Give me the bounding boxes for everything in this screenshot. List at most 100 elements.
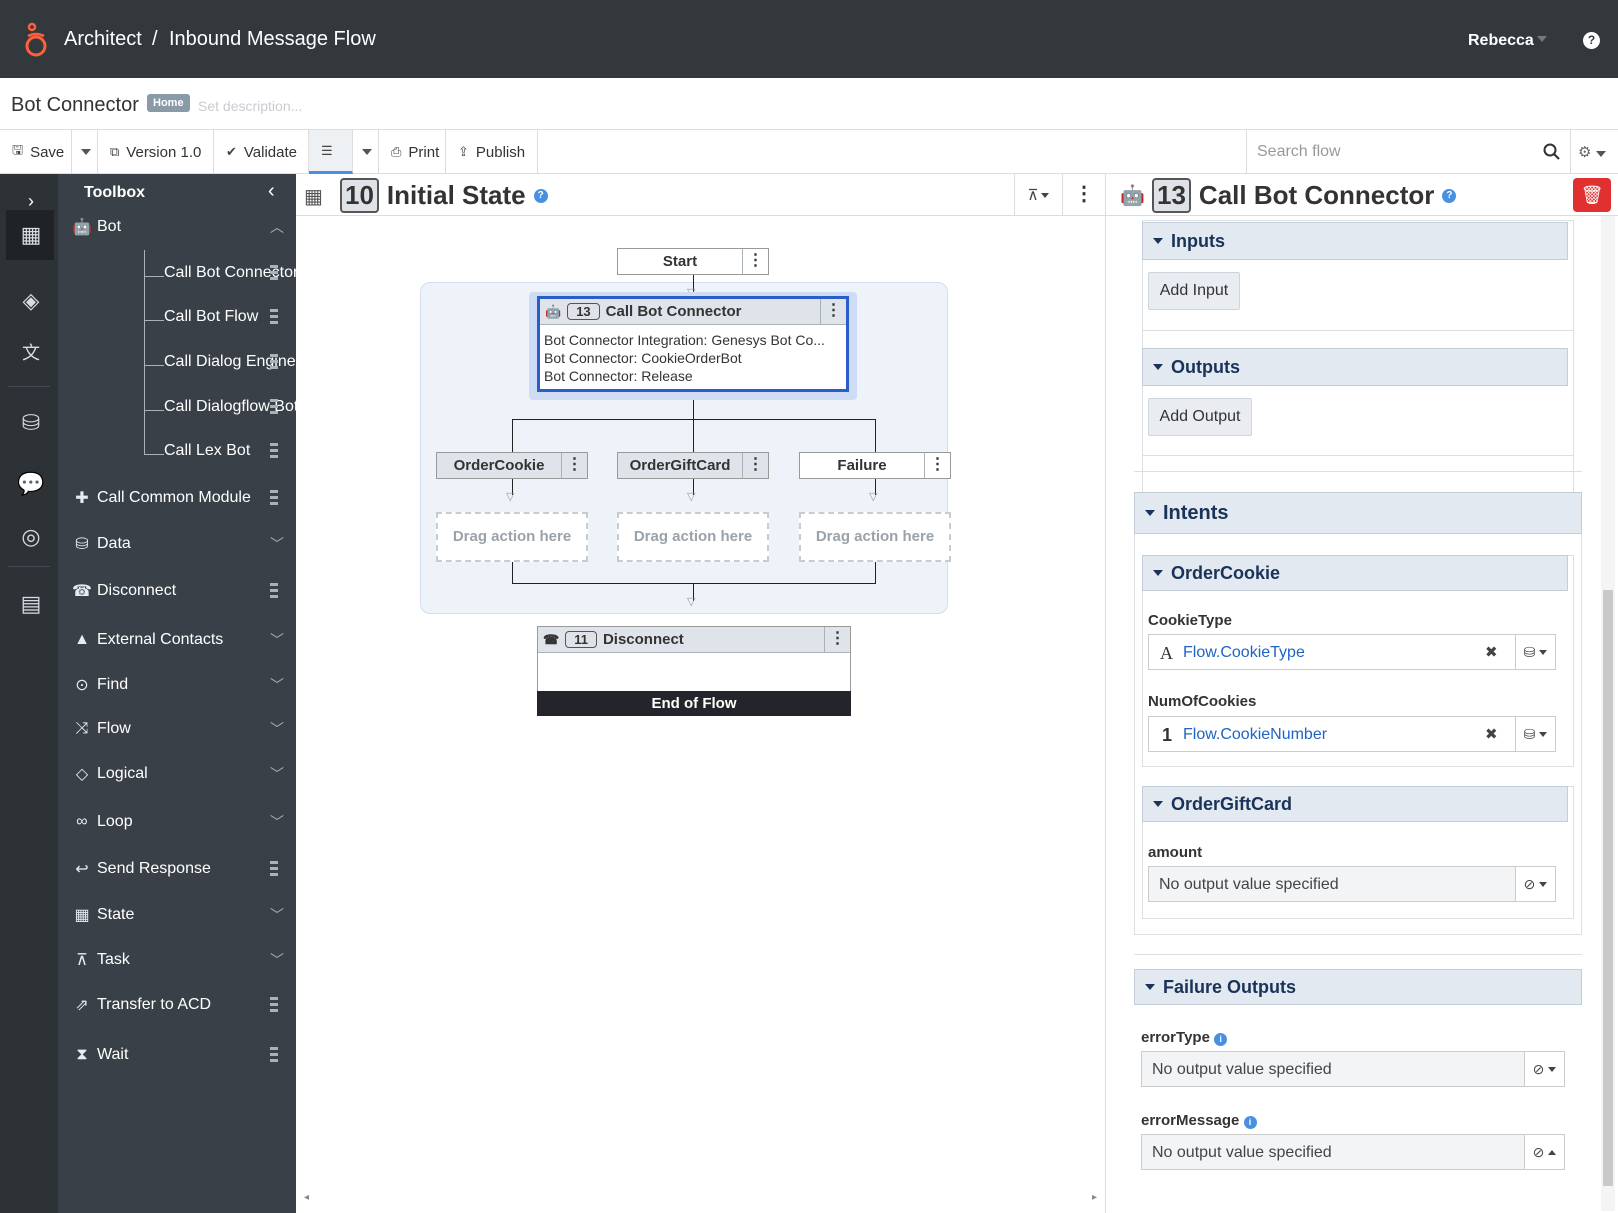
numofcookies-variable-field[interactable]: 1 Flow.CookieNumber ✖ ⛁ bbox=[1148, 716, 1556, 752]
variable-type-dropdown[interactable]: ⛁ bbox=[1515, 635, 1555, 669]
toolbox-item-call-lex-bot[interactable]: Call Lex Bot bbox=[164, 442, 251, 459]
canvas-horizontal-scrollbar[interactable]: ◂ ▸ bbox=[296, 1192, 1106, 1207]
intent-ordergiftcard-header[interactable]: OrderGiftCard bbox=[1142, 786, 1568, 822]
state-building-icon[interactable]: ▦ bbox=[20, 222, 42, 247]
info-icon[interactable]: i bbox=[1214, 1033, 1228, 1046]
kebab-icon[interactable]: ⋮ bbox=[824, 627, 850, 652]
intents-section-header[interactable]: Intents bbox=[1134, 492, 1582, 534]
failure-outputs-section-header[interactable]: Failure Outputs bbox=[1134, 969, 1582, 1005]
scroll-left-icon[interactable]: ◂ bbox=[304, 1192, 310, 1203]
help-icon[interactable]: ? bbox=[533, 188, 548, 203]
search-icon[interactable] bbox=[1543, 143, 1560, 160]
drop-zone-ordercookie[interactable]: Drag action here bbox=[436, 512, 588, 562]
user-menu-caret-icon[interactable] bbox=[1537, 36, 1547, 42]
errormessage-output-field[interactable]: No output value specified ⊘ bbox=[1141, 1134, 1565, 1170]
drag-handle-icon[interactable] bbox=[270, 490, 278, 506]
amount-output-field[interactable]: No output value specified ⊘ bbox=[1148, 866, 1556, 902]
toolbox-category-logical[interactable]: ◇Logical ﹀ bbox=[70, 759, 294, 789]
inputs-section-header[interactable]: Inputs bbox=[1142, 222, 1568, 260]
drag-handle-icon[interactable] bbox=[270, 861, 278, 877]
toolbox-category-loop[interactable]: ∞Loop ﹀ bbox=[70, 807, 294, 837]
version-button[interactable]: ⧉Version 1.0 bbox=[98, 130, 214, 174]
toolbox-category-wait[interactable]: ⧗Wait bbox=[70, 1040, 294, 1070]
breadcrumb-architect[interactable]: Architect bbox=[64, 28, 142, 50]
add-output-button[interactable]: Add Output bbox=[1148, 398, 1252, 436]
help-icon[interactable]: ? bbox=[1442, 188, 1457, 203]
table-icon[interactable]: ▤ bbox=[20, 591, 42, 616]
database-icon[interactable]: ⛁ bbox=[21, 410, 41, 435]
toolbox-category-data[interactable]: ⛁Data ﹀ bbox=[70, 529, 294, 559]
help-icon[interactable]: ? bbox=[1583, 32, 1600, 49]
kebab-icon[interactable]: ⋮ bbox=[742, 249, 768, 274]
variable-type-dropdown[interactable]: ⛁ bbox=[1515, 717, 1555, 751]
delete-trash-icon[interactable]: 🗑 bbox=[1573, 178, 1611, 212]
toolbox-item-call-dialogflow-bot[interactable]: Call Dialogflow Bot bbox=[164, 398, 299, 415]
output-type-dropdown[interactable]: ⊘ bbox=[1524, 1052, 1564, 1086]
clear-icon[interactable]: ✖ bbox=[1485, 726, 1498, 743]
flow-canvas[interactable]: ▦ 10 Initial State ? ⊼ ⋮ Start ⋮ ▽ 🤖 13 … bbox=[296, 174, 1106, 1213]
layout-menu-button[interactable]: ⊼ bbox=[1014, 174, 1062, 216]
outputs-section-header[interactable]: Outputs bbox=[1142, 348, 1568, 386]
toolbox-item-call-bot-flow[interactable]: Call Bot Flow bbox=[164, 308, 259, 325]
disconnect-node[interactable]: ☎ 11 Disconnect ⋮ End of Flow bbox=[537, 626, 851, 716]
toolbox-category-call-common-module[interactable]: ✚Call Common Module bbox=[70, 483, 294, 513]
drag-handle-icon[interactable] bbox=[270, 309, 278, 325]
search-input[interactable] bbox=[1257, 141, 1527, 163]
drag-handle-icon[interactable] bbox=[270, 354, 278, 370]
lifebuoy-icon[interactable]: ◎ bbox=[21, 524, 41, 549]
save-button[interactable]: 🖫Save bbox=[0, 130, 72, 174]
kebab-icon[interactable]: ⋮ bbox=[924, 453, 950, 478]
save-dropdown[interactable] bbox=[72, 130, 98, 174]
kebab-icon[interactable]: ⋮ bbox=[561, 453, 587, 478]
settings-gear-icon[interactable]: ⚙ bbox=[1578, 143, 1606, 161]
drop-zone-ordergiftcard[interactable]: Drag action here bbox=[617, 512, 769, 562]
errortype-output-field[interactable]: No output value specified ⊘ bbox=[1141, 1051, 1565, 1087]
drag-handle-icon[interactable] bbox=[270, 1047, 278, 1063]
flow-name[interactable]: Bot Connector bbox=[11, 94, 139, 116]
chat-icon[interactable]: 💬 bbox=[17, 471, 45, 496]
call-bot-connector-node[interactable]: 🤖 13 Call Bot Connector ⋮ Bot Connector … bbox=[537, 296, 849, 392]
ticket-icon[interactable]: ◈ bbox=[22, 288, 40, 313]
output-type-dropdown[interactable]: ⊘ bbox=[1515, 867, 1555, 901]
toolbox-category-disconnect[interactable]: ☎Disconnect bbox=[70, 576, 294, 606]
scrollbar-thumb[interactable] bbox=[1603, 590, 1613, 1186]
drag-handle-icon[interactable] bbox=[270, 583, 278, 599]
drag-handle-icon[interactable] bbox=[270, 443, 278, 459]
canvas-more-icon[interactable]: ⋮ bbox=[1062, 174, 1105, 216]
branch-ordergiftcard[interactable]: OrderGiftCard ⋮ bbox=[617, 452, 769, 479]
print-button[interactable]: ⎙Print bbox=[379, 130, 446, 174]
drag-handle-icon[interactable] bbox=[270, 265, 278, 281]
publish-button[interactable]: ⇪Publish bbox=[446, 130, 538, 174]
cookietype-variable-field[interactable]: A Flow.CookieType ✖ ⛁ bbox=[1148, 634, 1556, 670]
branch-failure[interactable]: Failure ⋮ bbox=[799, 452, 951, 479]
flow-description[interactable]: Set description... bbox=[198, 98, 303, 114]
scroll-right-icon[interactable]: ▸ bbox=[1092, 1192, 1098, 1203]
list-view-button[interactable]: ☰ bbox=[309, 130, 353, 174]
drag-handle-icon[interactable] bbox=[270, 997, 278, 1013]
kebab-icon[interactable]: ⋮ bbox=[820, 299, 846, 324]
info-icon[interactable]: i bbox=[1243, 1116, 1257, 1129]
toolbox-category-transfer-to-acd[interactable]: ⇗Transfer to ACD bbox=[70, 990, 294, 1020]
collapse-toolbox-icon[interactable]: ‹ bbox=[268, 180, 275, 202]
drag-handle-icon[interactable] bbox=[270, 399, 278, 415]
toolbox-category-state[interactable]: ▦State ﹀ bbox=[70, 900, 294, 930]
user-menu[interactable]: Rebecca bbox=[1468, 32, 1534, 49]
properties-scrollbar[interactable] bbox=[1601, 216, 1615, 1211]
clear-icon[interactable]: ✖ bbox=[1485, 644, 1498, 661]
validate-button[interactable]: ✔Validate bbox=[214, 130, 309, 174]
add-input-button[interactable]: Add Input bbox=[1148, 272, 1240, 310]
toolbox-category-send-response[interactable]: ↩Send Response bbox=[70, 854, 294, 884]
toolbox-category-external-contacts[interactable]: ▲External Contacts ﹀ bbox=[70, 625, 294, 655]
drop-zone-failure[interactable]: Drag action here bbox=[799, 512, 951, 562]
output-type-dropdown[interactable]: ⊘ bbox=[1524, 1135, 1564, 1169]
expand-rail-icon[interactable]: › bbox=[28, 191, 34, 211]
list-view-dropdown[interactable] bbox=[353, 130, 379, 174]
toolbox-category-find[interactable]: ⊙Find ﹀ bbox=[70, 670, 294, 700]
start-node[interactable]: Start ⋮ bbox=[617, 248, 769, 275]
toolbox-category-bot[interactable]: 🤖Bot ︿ bbox=[70, 212, 294, 242]
toolbox-item-call-bot-connector[interactable]: Call Bot Connector bbox=[164, 264, 299, 281]
branch-ordercookie[interactable]: OrderCookie ⋮ bbox=[436, 452, 588, 479]
translate-icon[interactable]: 文 bbox=[22, 343, 40, 363]
intent-ordercookie-header[interactable]: OrderCookie bbox=[1142, 555, 1568, 591]
kebab-icon[interactable]: ⋮ bbox=[742, 453, 768, 478]
